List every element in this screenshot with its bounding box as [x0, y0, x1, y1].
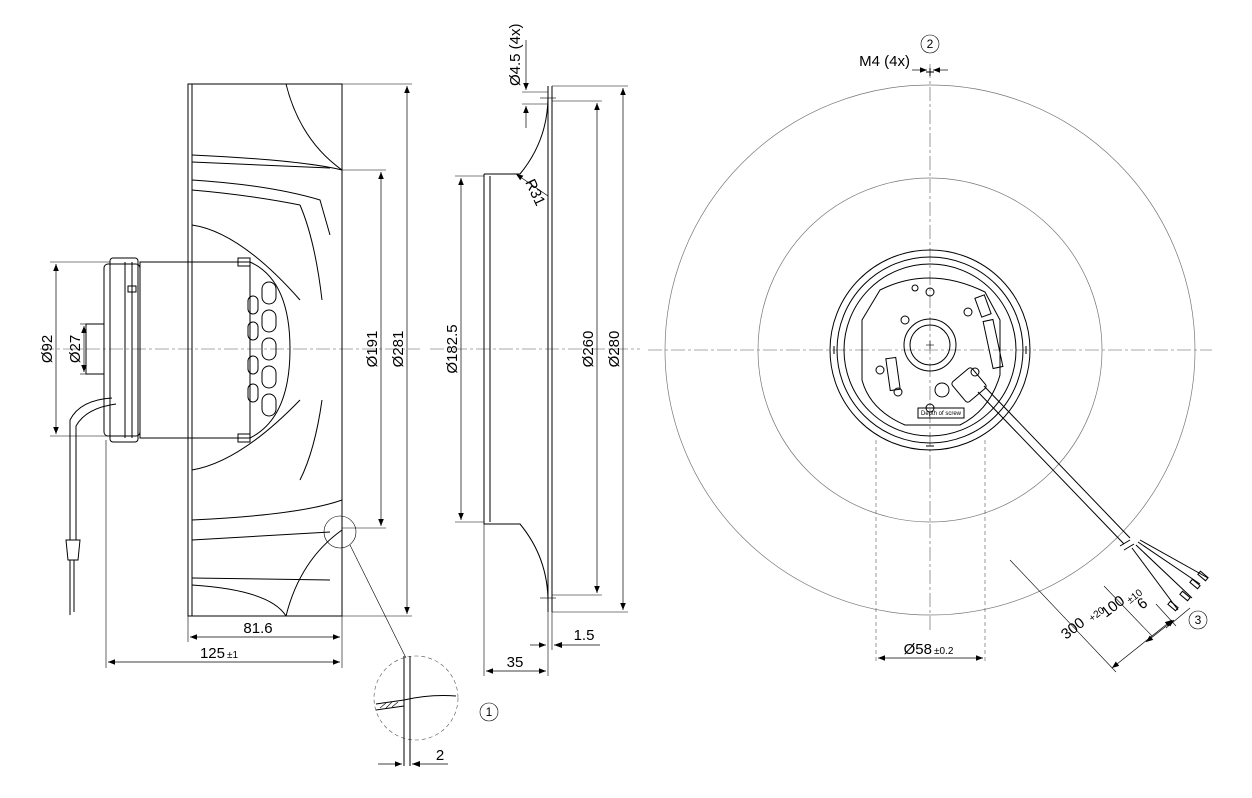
dim-d281: Ø281 — [342, 83, 412, 617]
inlet-circle — [757, 177, 1103, 523]
balloon-2 — [920, 34, 940, 54]
outer-shroud-circle — [664, 84, 1196, 616]
dim-d191-label: Ø191 — [364, 331, 381, 368]
depth-of-screw-label: Depth of screw — [921, 411, 962, 417]
dim-125-tolerance: ±1 — [227, 650, 238, 661]
dim-radius: R31 — [515, 173, 548, 209]
dim-d92-label: Ø92 — [39, 335, 56, 363]
detail-view-1: 2 1 — [373, 655, 499, 767]
motor-outer-circle — [829, 249, 1031, 451]
dim-radius-label: R31 — [521, 177, 548, 209]
dim-d27: Ø27 — [67, 323, 90, 375]
mounting-screws — [875, 284, 980, 413]
cable — [65, 397, 117, 615]
dim-300-label: 300 — [1058, 614, 1088, 643]
dim-81-6-label: 81.6 — [243, 620, 272, 637]
balloon-3 — [1188, 610, 1208, 630]
dim-d58: Ø58 ±0.2 — [875, 440, 986, 662]
dim-cable-lengths: 300 +20 100 ±10 6 — [1009, 559, 1191, 673]
dim-d182-5-label: Ø182.5 — [444, 324, 461, 373]
balloon-2-label: 2 — [927, 37, 934, 51]
motor-vent-slots — [247, 281, 277, 417]
dim-125: 125 ±1 — [105, 440, 340, 668]
inlet-ring-bottom — [484, 523, 549, 612]
cable-gland — [951, 367, 987, 403]
dim-125-label: 125 — [200, 645, 225, 662]
dim-d58-label: Ø58 — [904, 641, 932, 658]
dim-hole-label: Ø4.5 (4x) — [507, 23, 524, 86]
dim-thickness-label: 2 — [436, 747, 444, 764]
rotor-hub-outer — [903, 318, 957, 372]
dim-d182-5: Ø182.5 — [444, 175, 484, 523]
dim-d191: Ø191 — [342, 169, 386, 529]
detail-circle — [373, 655, 459, 741]
dim-d260-label: Ø260 — [580, 331, 597, 368]
balloon-3-label: 3 — [1195, 613, 1202, 627]
impeller-blades — [191, 83, 343, 617]
dim-d27-label: Ø27 — [67, 335, 84, 363]
section-view: Ø4.5 (4x) R31 Ø182.5 Ø260 Ø280 — [430, 23, 640, 676]
side-view: Ø92 Ø27 Ø191 Ø281 81.6 — [39, 83, 420, 668]
dim-6-label: 6 — [1134, 595, 1151, 614]
dim-35: 35 — [483, 524, 549, 676]
dim-81-6: 81.6 — [187, 616, 343, 668]
balloon-1-label: 1 — [486, 705, 493, 719]
dim-d58-tolerance: ±0.2 — [934, 646, 954, 657]
dim-thread: M4 (4x) — [859, 53, 948, 73]
rotor-hub-inner — [909, 324, 951, 366]
dim-d281-label: Ø281 — [390, 331, 407, 368]
detail-leader — [349, 544, 407, 659]
dim-35-label: 35 — [507, 654, 524, 671]
dim-1-5: 1.5 — [530, 612, 600, 650]
dim-d260: Ø260 — [552, 100, 602, 596]
dim-hole: Ø4.5 (4x) — [507, 23, 548, 128]
inlet-ring-top — [484, 86, 549, 175]
dim-d280-label: Ø280 — [606, 331, 623, 368]
dim-1-5-label: 1.5 — [574, 627, 595, 644]
dim-d92: Ø92 — [39, 261, 110, 437]
motor-plate — [861, 277, 1001, 426]
dim-thread-label: M4 (4x) — [859, 53, 910, 70]
front-cable — [977, 385, 1209, 612]
dim-thickness: 2 — [378, 747, 448, 767]
nameplates: Depth of screw — [885, 294, 1004, 419]
dim-d280: Ø280 — [552, 85, 628, 613]
balloon-1 — [479, 702, 499, 722]
detail-callout-circle — [323, 515, 357, 549]
front-view: Depth of screw M4 (4x) — [648, 34, 1212, 673]
